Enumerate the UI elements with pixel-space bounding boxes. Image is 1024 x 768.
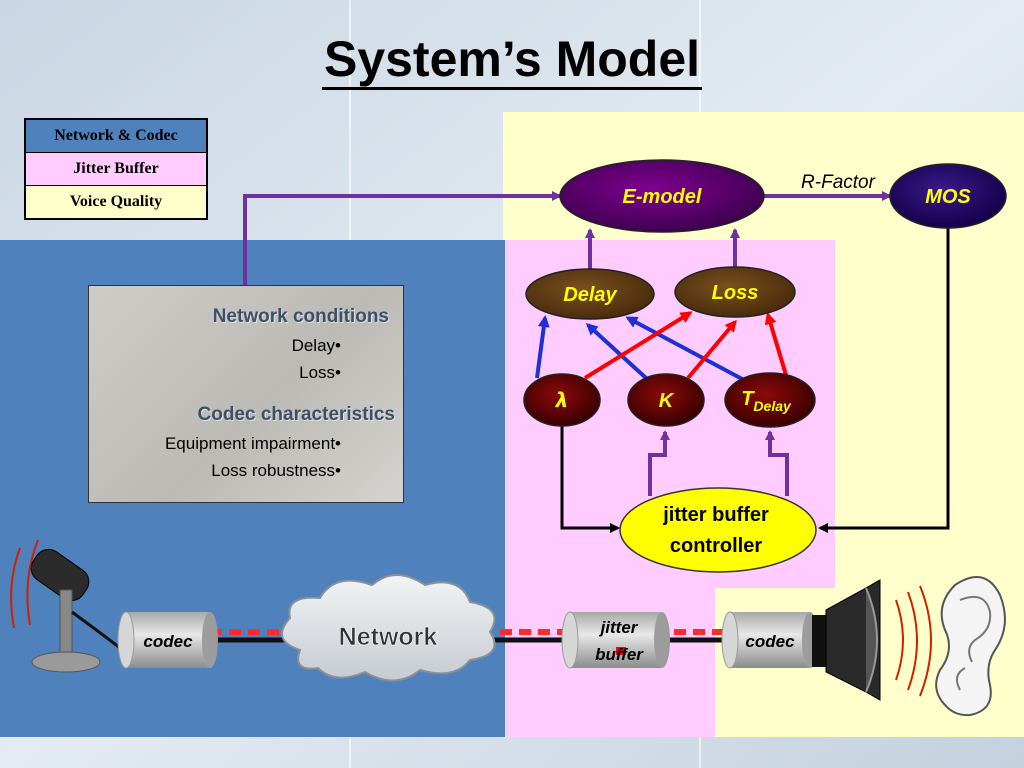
network-item-loss: Loss• [299,363,341,382]
ear-icon [935,576,1006,717]
page-title: System’s Model [0,30,1024,90]
codec-left-cylinder [117,611,218,669]
controller-to-tdelay-arrow [765,430,789,496]
lambda-label: λ [555,388,569,412]
mos-to-controller-arrow [818,228,950,533]
lambda-node [523,373,601,427]
codec-item-equipment-impairment: Equipment impairment• [164,434,341,453]
codec-left-label: codec [143,632,193,651]
mos-label: MOS [925,186,971,208]
legend-network-codec: Network & Codec [26,120,206,153]
codec-item-loss-robustness: Loss robustness• [211,461,341,480]
speaker-icon [812,579,932,701]
tdelay-main: T [741,388,755,410]
emodel-node [559,159,765,233]
tdelay-to-loss-arrow [764,312,788,376]
jitter-buffer-label-line1: jitter [599,618,639,637]
conditions-info-box: Network conditions Delay• Loss• Codec ch… [88,285,404,503]
microphone-icon [10,539,121,673]
k-label: K [659,390,675,412]
tdelay-to-delay-arrow [625,316,745,382]
network-cloud [281,574,496,682]
network-conditions-heading: Network conditions [212,306,389,327]
k-to-delay-arrow [585,322,648,380]
codec-right-label: codec [745,632,795,651]
controller-to-k-arrow [648,430,670,496]
tdelay-node [724,372,816,428]
network-label: Network [339,623,438,651]
jitter-buffer-label-line2: buffer [595,645,644,664]
delay-node [525,268,655,320]
k-to-loss-arrow [686,319,737,380]
mos-node [889,163,1007,229]
color-legend: Network & Codec Jitter Buffer Voice Qual… [24,118,208,220]
lambda-to-loss-arrow [583,311,693,380]
lambda-to-controller-arrow [560,426,620,533]
network-item-delay: Delay• [291,336,341,355]
tdelay-label: TDelay [741,388,792,414]
tdelay-subscript: Delay [753,398,792,414]
loss-label: Loss [712,282,759,304]
jitter-buffer-controller-node [619,487,817,573]
k-node [627,373,705,427]
jitter-buffer-cylinder [561,611,670,669]
loss-node [674,266,796,318]
lambda-to-delay-arrow [535,315,550,379]
rfactor-label: R-Factor [801,172,876,193]
codec-characteristics-heading: Codec characteristics [197,404,396,425]
legend-jitter-buffer: Jitter Buffer [26,153,206,186]
controller-label-line2: controller [670,535,762,557]
controller-label-line1: jitter buffer [662,504,769,526]
conditions-to-emodel-arrow [243,191,562,285]
emodel-label: E-model [623,186,702,208]
legend-voice-quality: Voice Quality [26,186,206,218]
delay-label: Delay [563,284,617,306]
codec-right-cylinder [721,611,818,669]
